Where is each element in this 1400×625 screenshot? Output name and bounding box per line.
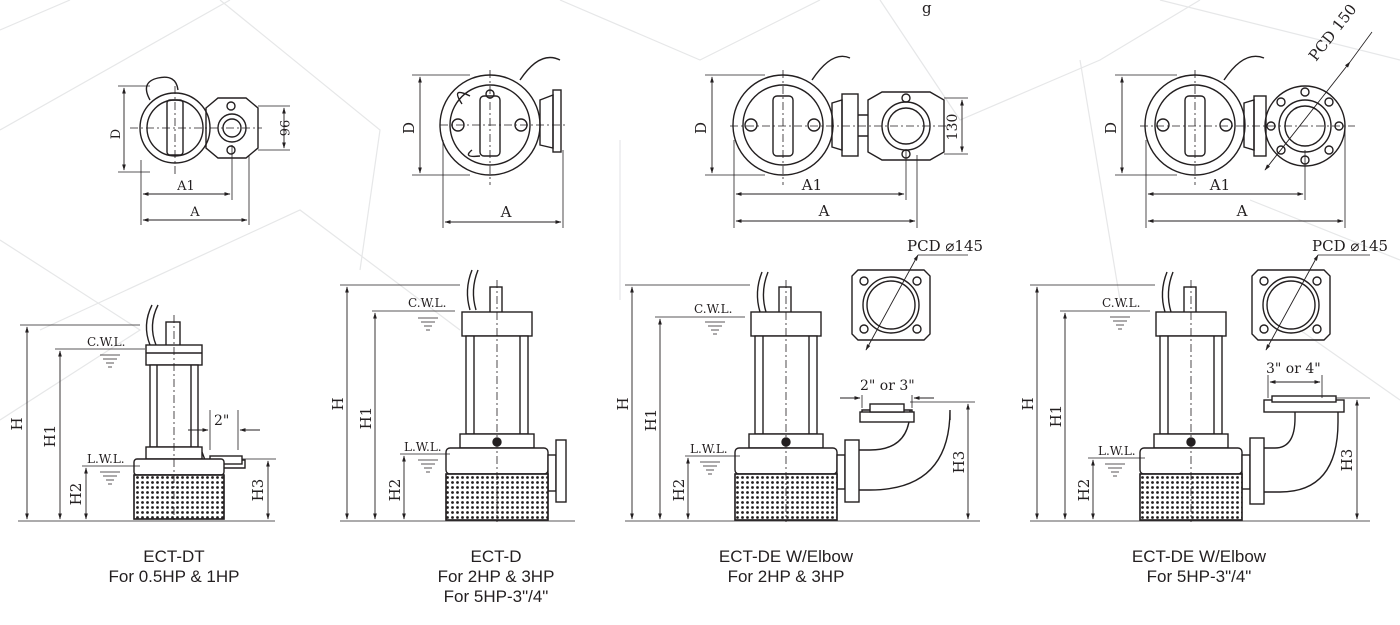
- level-cwl: C.W.L.: [694, 302, 732, 316]
- caption-ect-de-5hp: ECT-DE W/Elbow For 5HP-3"/4": [1069, 547, 1329, 587]
- model-ect-d: D A C.W.L.: [329, 56, 575, 522]
- flange-view-2-3hp: [851, 254, 968, 351]
- dim-h2: H2: [670, 479, 688, 502]
- dim-d: D: [1102, 122, 1120, 134]
- dim-h2: H2: [67, 483, 85, 506]
- dim-130: 130: [945, 114, 961, 141]
- dim-h: H: [1019, 397, 1037, 410]
- dim-h1: H1: [642, 409, 660, 432]
- dim-96: 96: [276, 120, 291, 137]
- caption-power: For 2HP & 3HP: [727, 567, 845, 586]
- caption-power-alt: For 5HP-3"/4": [443, 587, 549, 606]
- side-view-ect-d: [340, 269, 575, 522]
- dim-outlet: 3" or 4": [1266, 361, 1321, 377]
- level-lwl: L.W.L.: [690, 442, 728, 456]
- top-view-ect-de-5hp: [1115, 31, 1373, 228]
- dim-h1: H1: [1047, 405, 1065, 428]
- dim-a: A: [1236, 202, 1248, 220]
- flange-view-5hp: [1251, 254, 1370, 351]
- flange-pcd: PCD ⌀145: [907, 237, 983, 255]
- dim-h2: H2: [386, 479, 404, 502]
- caption-model-name: ECT-D: [470, 547, 522, 566]
- dim-a1: A1: [801, 176, 822, 194]
- caption-ect-d: ECT-D For 2HP & 3HP For 5HP-3"/4": [366, 547, 626, 607]
- caption-model-name: ECT-DT: [143, 547, 205, 566]
- dim-a1: A1: [1209, 176, 1230, 194]
- dim-a: A: [500, 203, 512, 221]
- dim-h: H: [614, 397, 632, 410]
- dim-d: D: [109, 129, 124, 139]
- side-view-ect-dt: [18, 304, 276, 522]
- caption-power: For 5HP-3"/4": [1146, 567, 1252, 586]
- header-fragment: g: [922, 0, 932, 17]
- dim-a: A: [189, 205, 200, 220]
- dim-d: D: [692, 122, 710, 134]
- dim-h1: H1: [357, 407, 375, 430]
- dim-a: A: [818, 202, 830, 220]
- dim-h3: H3: [249, 479, 267, 502]
- level-cwl: C.W.L.: [1102, 296, 1140, 310]
- dim-h: H: [329, 397, 347, 410]
- model-ect-dt: D 96 A1 A: [8, 76, 291, 522]
- side-view-ect-de-5hp: [1030, 271, 1370, 522]
- top-view-ect-de-2-3hp: [705, 55, 968, 228]
- dim-h2: H2: [1075, 479, 1093, 502]
- level-cwl: C.W.L.: [87, 335, 125, 349]
- level-lwl: L.W.L.: [87, 452, 125, 466]
- top-pcd: PCD 150: [1305, 1, 1360, 65]
- dim-d: D: [400, 122, 418, 134]
- dim-outlet: 2": [214, 413, 229, 429]
- caption-ect-de-2-3hp: ECT-DE W/Elbow For 2HP & 3HP: [656, 547, 916, 587]
- caption-model-name: ECT-DE W/Elbow: [1131, 547, 1267, 566]
- top-view-ect-d: [412, 56, 565, 228]
- level-cwl: C.W.L.: [408, 296, 446, 310]
- model-ect-de-5hp: PCD 150 D A1 A PCD ⌀145: [1019, 1, 1388, 522]
- caption-power: For 0.5HP & 1HP: [108, 567, 240, 586]
- level-lwl: L.W.L.: [1098, 444, 1136, 458]
- dim-outlet: 2" or 3": [860, 378, 915, 394]
- model-ect-de-2-3hp: D 130 A1 A PCD ⌀145: [614, 55, 983, 522]
- side-view-ect-de-2-3hp: [625, 271, 980, 522]
- dim-a1: A1: [176, 179, 195, 194]
- flange-pcd: PCD ⌀145: [1312, 237, 1388, 255]
- level-lwl: L.W.L.: [404, 440, 442, 454]
- caption-power: For 2HP & 3HP: [437, 567, 555, 586]
- top-view-ect-dt: [118, 76, 290, 225]
- dim-h1: H1: [41, 425, 59, 448]
- caption-ect-dt: ECT-DT For 0.5HP & 1HP: [44, 547, 304, 587]
- dim-h3: H3: [1338, 449, 1356, 472]
- caption-model-name: ECT-DE W/Elbow: [718, 547, 854, 566]
- dim-h3: H3: [950, 451, 968, 474]
- dim-h: H: [8, 417, 26, 430]
